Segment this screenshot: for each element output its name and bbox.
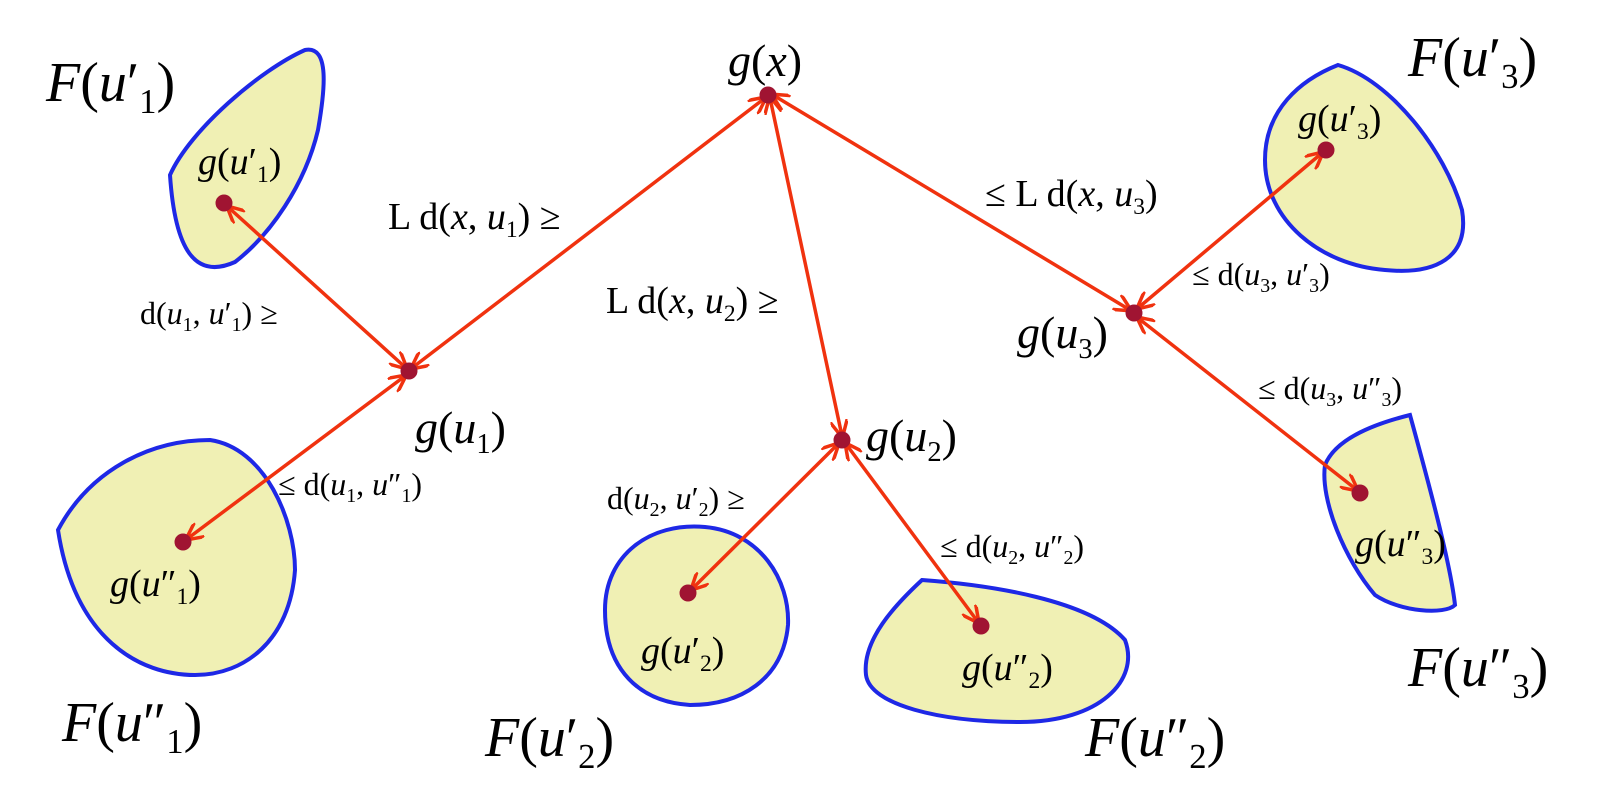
point-gu1-prime bbox=[215, 194, 233, 212]
label-gu1-double-prime: g(u″1) bbox=[110, 563, 201, 611]
arrow-gx-gu3 bbox=[773, 95, 1130, 310]
label-dist-x-u3: ≤ L d(x, u3) bbox=[985, 173, 1158, 221]
arrow-gu3-gu3-prime bbox=[1138, 153, 1322, 308]
label-dist-u1-u1-prime: d(u1, u′1) ≥ bbox=[140, 295, 278, 336]
label-gx: g(x) bbox=[728, 35, 803, 86]
region-f-u3-prime bbox=[1262, 62, 1466, 273]
arrow-gu1-gu1-prime bbox=[228, 207, 406, 368]
label-dist-x-u2: L d(x, u2) ≥ bbox=[606, 280, 779, 328]
arrow-gu3-gu3-double-prime bbox=[1138, 318, 1357, 490]
arrow-gu1-gu1-double-prime bbox=[187, 376, 405, 539]
label-dist-u3-u3-prime: ≤ d(u3, u′3) bbox=[1192, 256, 1330, 297]
region-f-u2-prime bbox=[602, 524, 791, 708]
label-gu2-double-prime: g(u″2) bbox=[962, 647, 1053, 695]
label-set-f-u3-double-prime: F(u″3) bbox=[1408, 637, 1549, 707]
label-dist-u1-u1-double-prime: ≤ d(u1, u″1) bbox=[278, 466, 423, 507]
point-gu1 bbox=[400, 362, 418, 380]
arrow-gx-gu2 bbox=[770, 98, 842, 436]
point-gu2-prime bbox=[679, 584, 697, 602]
point-gu3-prime bbox=[1317, 141, 1335, 159]
point-gu3 bbox=[1125, 304, 1143, 322]
label-set-f-u3-prime: F(u′3) bbox=[1408, 27, 1538, 97]
point-gx bbox=[759, 86, 777, 104]
label-gu1-prime: g(u′1) bbox=[198, 141, 282, 189]
label-gu2: g(u2) bbox=[866, 410, 957, 468]
label-set-f-u2-double-prime: F(u″2) bbox=[1085, 707, 1226, 777]
region-f-u1-prime bbox=[167, 47, 326, 269]
label-gu3-double-prime: g(u″3) bbox=[1355, 523, 1446, 571]
point-gu1-double-prime bbox=[174, 533, 192, 551]
point-gu3-double-prime bbox=[1351, 484, 1369, 502]
label-set-f-u1-prime: F(u′1) bbox=[46, 52, 176, 122]
label-dist-u2-u2-double-prime: ≤ d(u2, u″2) bbox=[940, 528, 1085, 569]
label-dist-u2-u2-prime: d(u2, u′2) ≥ bbox=[607, 480, 745, 521]
point-gu2 bbox=[833, 431, 851, 449]
region-f-u1-double-prime bbox=[55, 437, 298, 678]
label-set-f-u1-double-prime: F(u″1) bbox=[62, 692, 203, 762]
arrow-gu2-gu2-double-prime bbox=[846, 444, 978, 622]
label-dist-x-u1: L d(x, u1) ≥ bbox=[388, 196, 561, 244]
region-f-u3-double-prime bbox=[1322, 412, 1458, 613]
label-gu3-prime: g(u′3) bbox=[1298, 98, 1382, 146]
label-dist-u3-u3-double-prime: ≤ d(u3, u″3) bbox=[1258, 370, 1403, 411]
label-set-f-u2-prime: F(u′2) bbox=[485, 707, 615, 777]
arrow-gx-gu1 bbox=[412, 98, 765, 368]
label-gu2-prime: g(u′2) bbox=[641, 630, 725, 678]
point-gu2-double-prime bbox=[972, 617, 990, 635]
label-gu3: g(u3) bbox=[1017, 307, 1108, 365]
arrow-gu2-gu2-prime bbox=[692, 444, 838, 589]
label-gu1: g(u1) bbox=[415, 402, 506, 460]
